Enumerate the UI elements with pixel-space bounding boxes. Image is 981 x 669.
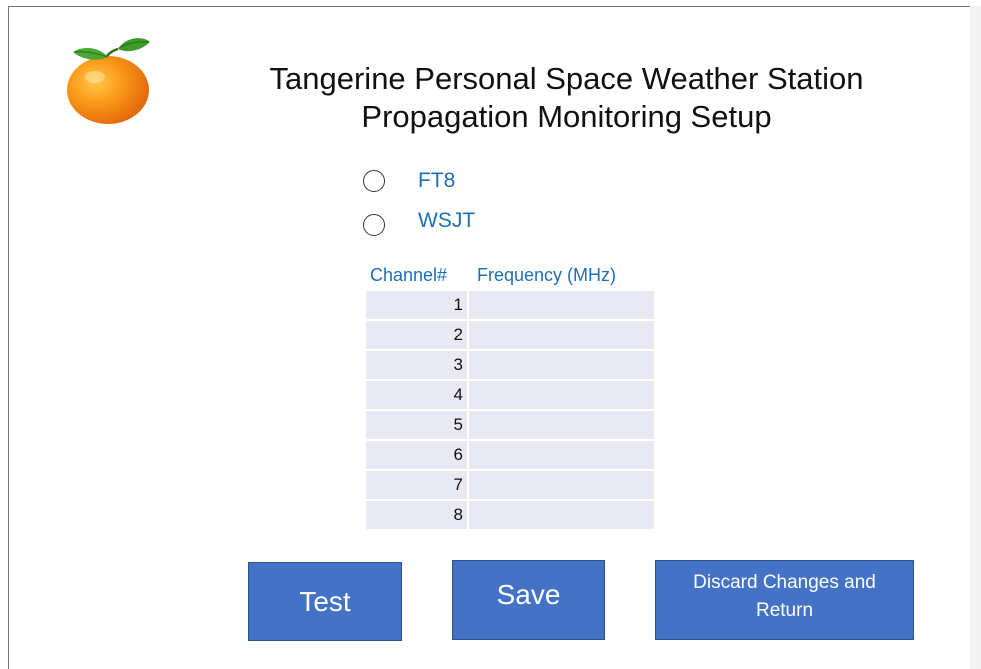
channel-number: 3 — [366, 351, 469, 379]
table-header-row: Channel# Frequency (MHz) — [366, 265, 654, 289]
table-row: 7 — [366, 471, 654, 499]
tangerine-logo-icon — [62, 30, 158, 126]
channel-number: 8 — [366, 501, 469, 529]
radio-option-wsjt[interactable]: WSJT — [363, 206, 475, 236]
title-line-1: Tangerine Personal Space Weather Station — [269, 61, 864, 96]
discard-changes-button[interactable]: Discard Changes and Return — [655, 560, 914, 640]
radio-label-wsjt: WSJT — [418, 209, 476, 232]
channel-number: 6 — [366, 441, 469, 469]
table-row: 5 — [366, 411, 654, 439]
scrollbar-track[interactable] — [970, 6, 981, 669]
table-row: 3 — [366, 351, 654, 379]
title-line-2: Propagation Monitoring Setup — [361, 99, 772, 134]
channel-number: 5 — [366, 411, 469, 439]
frequency-cell[interactable] — [469, 441, 654, 469]
table-row: 6 — [366, 441, 654, 469]
frequency-cell[interactable] — [469, 291, 654, 319]
column-header-frequency: Frequency (MHz) — [477, 265, 617, 285]
table-row: 1 — [366, 291, 654, 319]
frequency-cell[interactable] — [469, 471, 654, 499]
channel-number: 1 — [366, 291, 469, 319]
channel-number: 7 — [366, 471, 469, 499]
channel-number: 2 — [366, 321, 469, 349]
table-row: 4 — [366, 381, 654, 409]
channel-number: 4 — [366, 381, 469, 409]
frequency-cell[interactable] — [469, 501, 654, 529]
frequency-cell[interactable] — [469, 321, 654, 349]
table-row: 2 — [366, 321, 654, 349]
radio-ft8[interactable] — [363, 170, 385, 192]
channel-table: Channel# Frequency (MHz) 1 2 3 4 5 6 — [366, 263, 654, 531]
radio-wsjt[interactable] — [363, 214, 385, 236]
page-title: Tangerine Personal Space Weather Station… — [200, 60, 933, 136]
radio-option-ft8[interactable]: FT8 — [363, 169, 455, 193]
save-button[interactable]: Save — [452, 560, 605, 640]
frequency-cell[interactable] — [469, 411, 654, 439]
test-button[interactable]: Test — [248, 562, 402, 641]
radio-label-ft8: FT8 — [418, 169, 456, 192]
column-header-channel: Channel# — [370, 265, 448, 285]
frequency-cell[interactable] — [469, 351, 654, 379]
table-row: 8 — [366, 501, 654, 529]
frequency-cell[interactable] — [469, 381, 654, 409]
